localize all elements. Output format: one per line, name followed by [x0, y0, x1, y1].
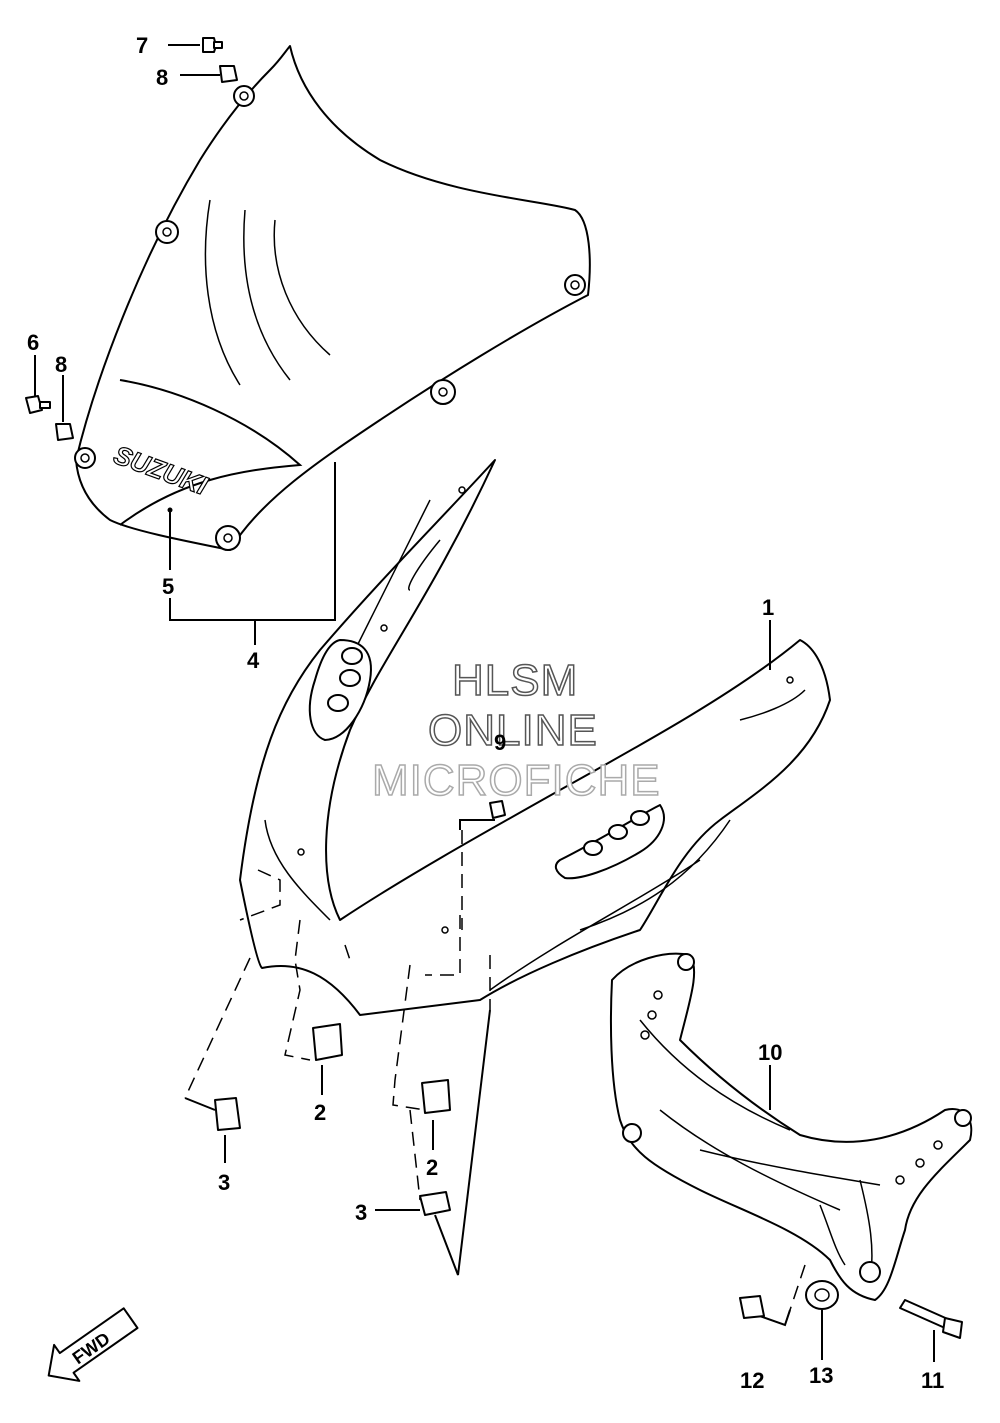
callout-4: 4 [247, 648, 260, 673]
callout-6: 6 [27, 330, 39, 355]
callout-3b: 3 [355, 1200, 367, 1225]
callout-7: 7 [136, 33, 148, 58]
callout-1: 1 [762, 595, 774, 620]
callouts: 1 2 2 3 3 4 5 6 7 8 8 9 10 11 12 13 [27, 33, 944, 1393]
watermark-line3: MICROFICHE [372, 756, 661, 805]
watermark: HLSM ONLINE MICROFICHE [371, 655, 661, 806]
callout-12: 12 [740, 1368, 764, 1393]
callout-2a: 2 [314, 1100, 326, 1125]
upper-cowling [239, 459, 831, 1016]
fwd-arrow: FWD [47, 1307, 139, 1382]
callout-11: 11 [921, 1368, 944, 1393]
hardware [25, 37, 963, 1339]
callout-8b: 8 [55, 352, 67, 377]
callout-2b: 2 [426, 1155, 438, 1180]
callout-13: 13 [809, 1363, 833, 1388]
windscreen: SUZUKI [74, 45, 591, 551]
callout-9: 9 [494, 730, 506, 755]
callout-10: 10 [758, 1040, 782, 1065]
windscreen-leaders [169, 462, 336, 645]
watermark-line2: ONLINE [428, 706, 598, 755]
watermark-line1: HLSM [452, 656, 578, 705]
callout-3a: 3 [218, 1170, 230, 1195]
leader-lines [34, 44, 935, 1362]
callout-8a: 8 [156, 65, 168, 90]
cowling-bracket [609, 952, 973, 1301]
callout-5: 5 [162, 574, 174, 599]
